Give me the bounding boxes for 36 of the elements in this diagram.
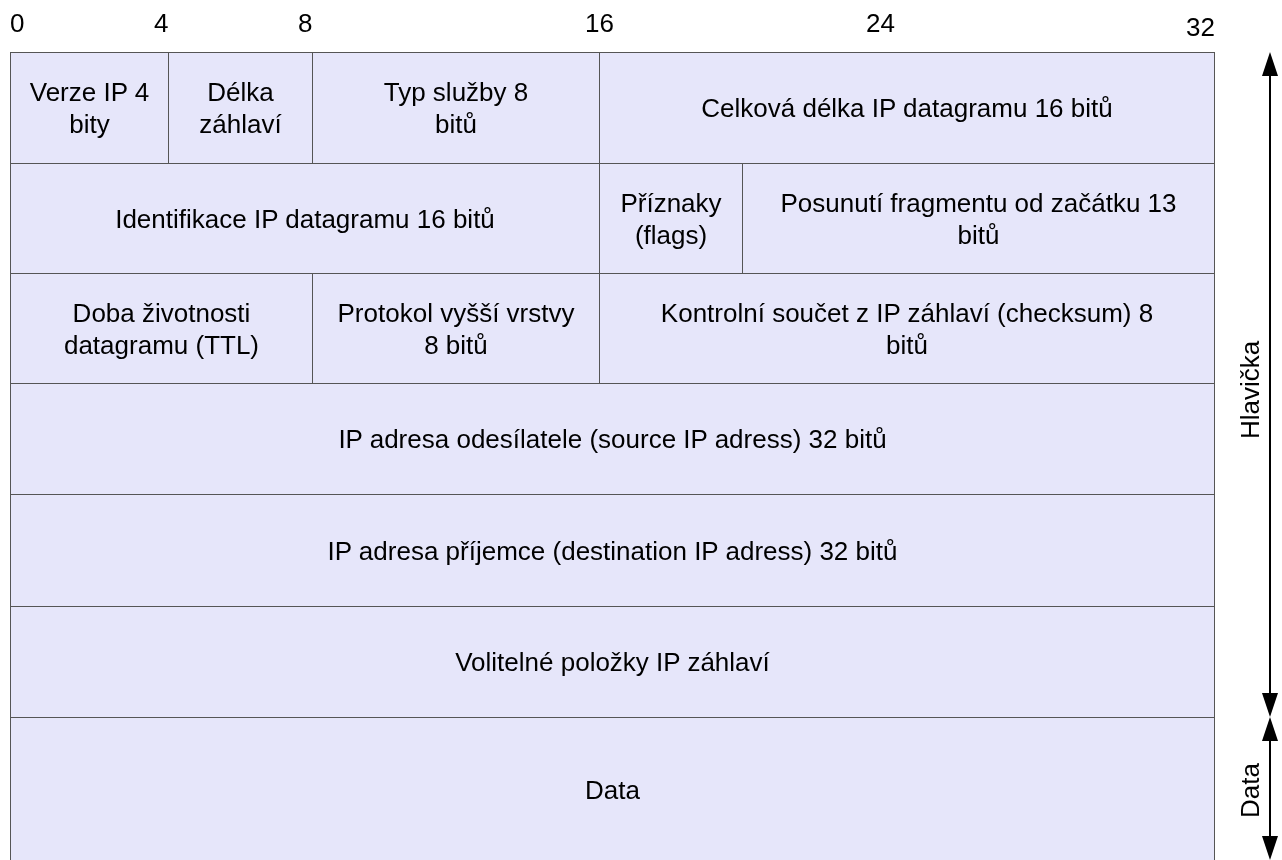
header-field [312,52,600,164]
field-label: Identifikace IP datagramu 16 bitů [115,202,495,235]
bit-position: 32 [1186,12,1215,43]
field-label: Délka záhlaví [198,76,283,140]
header-field [10,606,1215,718]
bit-position: 8 [298,8,313,39]
header-field [10,52,169,164]
data-field [10,717,1215,860]
header-field [599,52,1215,164]
field-label: Verze IP 4 bity [28,76,151,140]
header-field [599,163,743,274]
field-label: Posunutí fragmentu od začátku 13 bitů [779,186,1178,251]
field-label: IP adresa příjemce (destination IP adress) 32 bitů [327,534,898,567]
header-field [599,273,1215,384]
header-field [10,494,1215,607]
field-label: Volitelné položky IP záhlaví [455,646,770,678]
header-field [312,273,600,384]
bit-position: 0 [10,8,25,39]
section-label: Hlavička [1235,340,1266,439]
field-label: IP adresa odesílatele (source IP adress) 32 bitů [338,423,887,455]
bit-position: 16 [585,8,614,39]
field-label: Protokol vyšší vrstvy 8 bitů [336,296,576,361]
bit-position: 24 [866,8,895,39]
field-label: Data [585,773,640,806]
field-label: Typ služby 8 bitů [382,76,530,140]
field-label: Doba životnosti datagramu (TTL) [62,296,261,361]
bit-position: 4 [154,8,169,39]
header-field [742,163,1215,274]
field-label: Celková délka IP datagramu 16 bitů [701,92,1113,124]
header-field [168,52,313,164]
header-field [10,273,313,384]
field-label: Kontrolní součet z IP záhlaví (checksum) 8 bitů [659,296,1155,361]
header-field [10,383,1215,495]
header-field [10,163,600,274]
field-label: Příznaky (flags) [619,186,723,251]
section-label: Data [1235,763,1266,818]
